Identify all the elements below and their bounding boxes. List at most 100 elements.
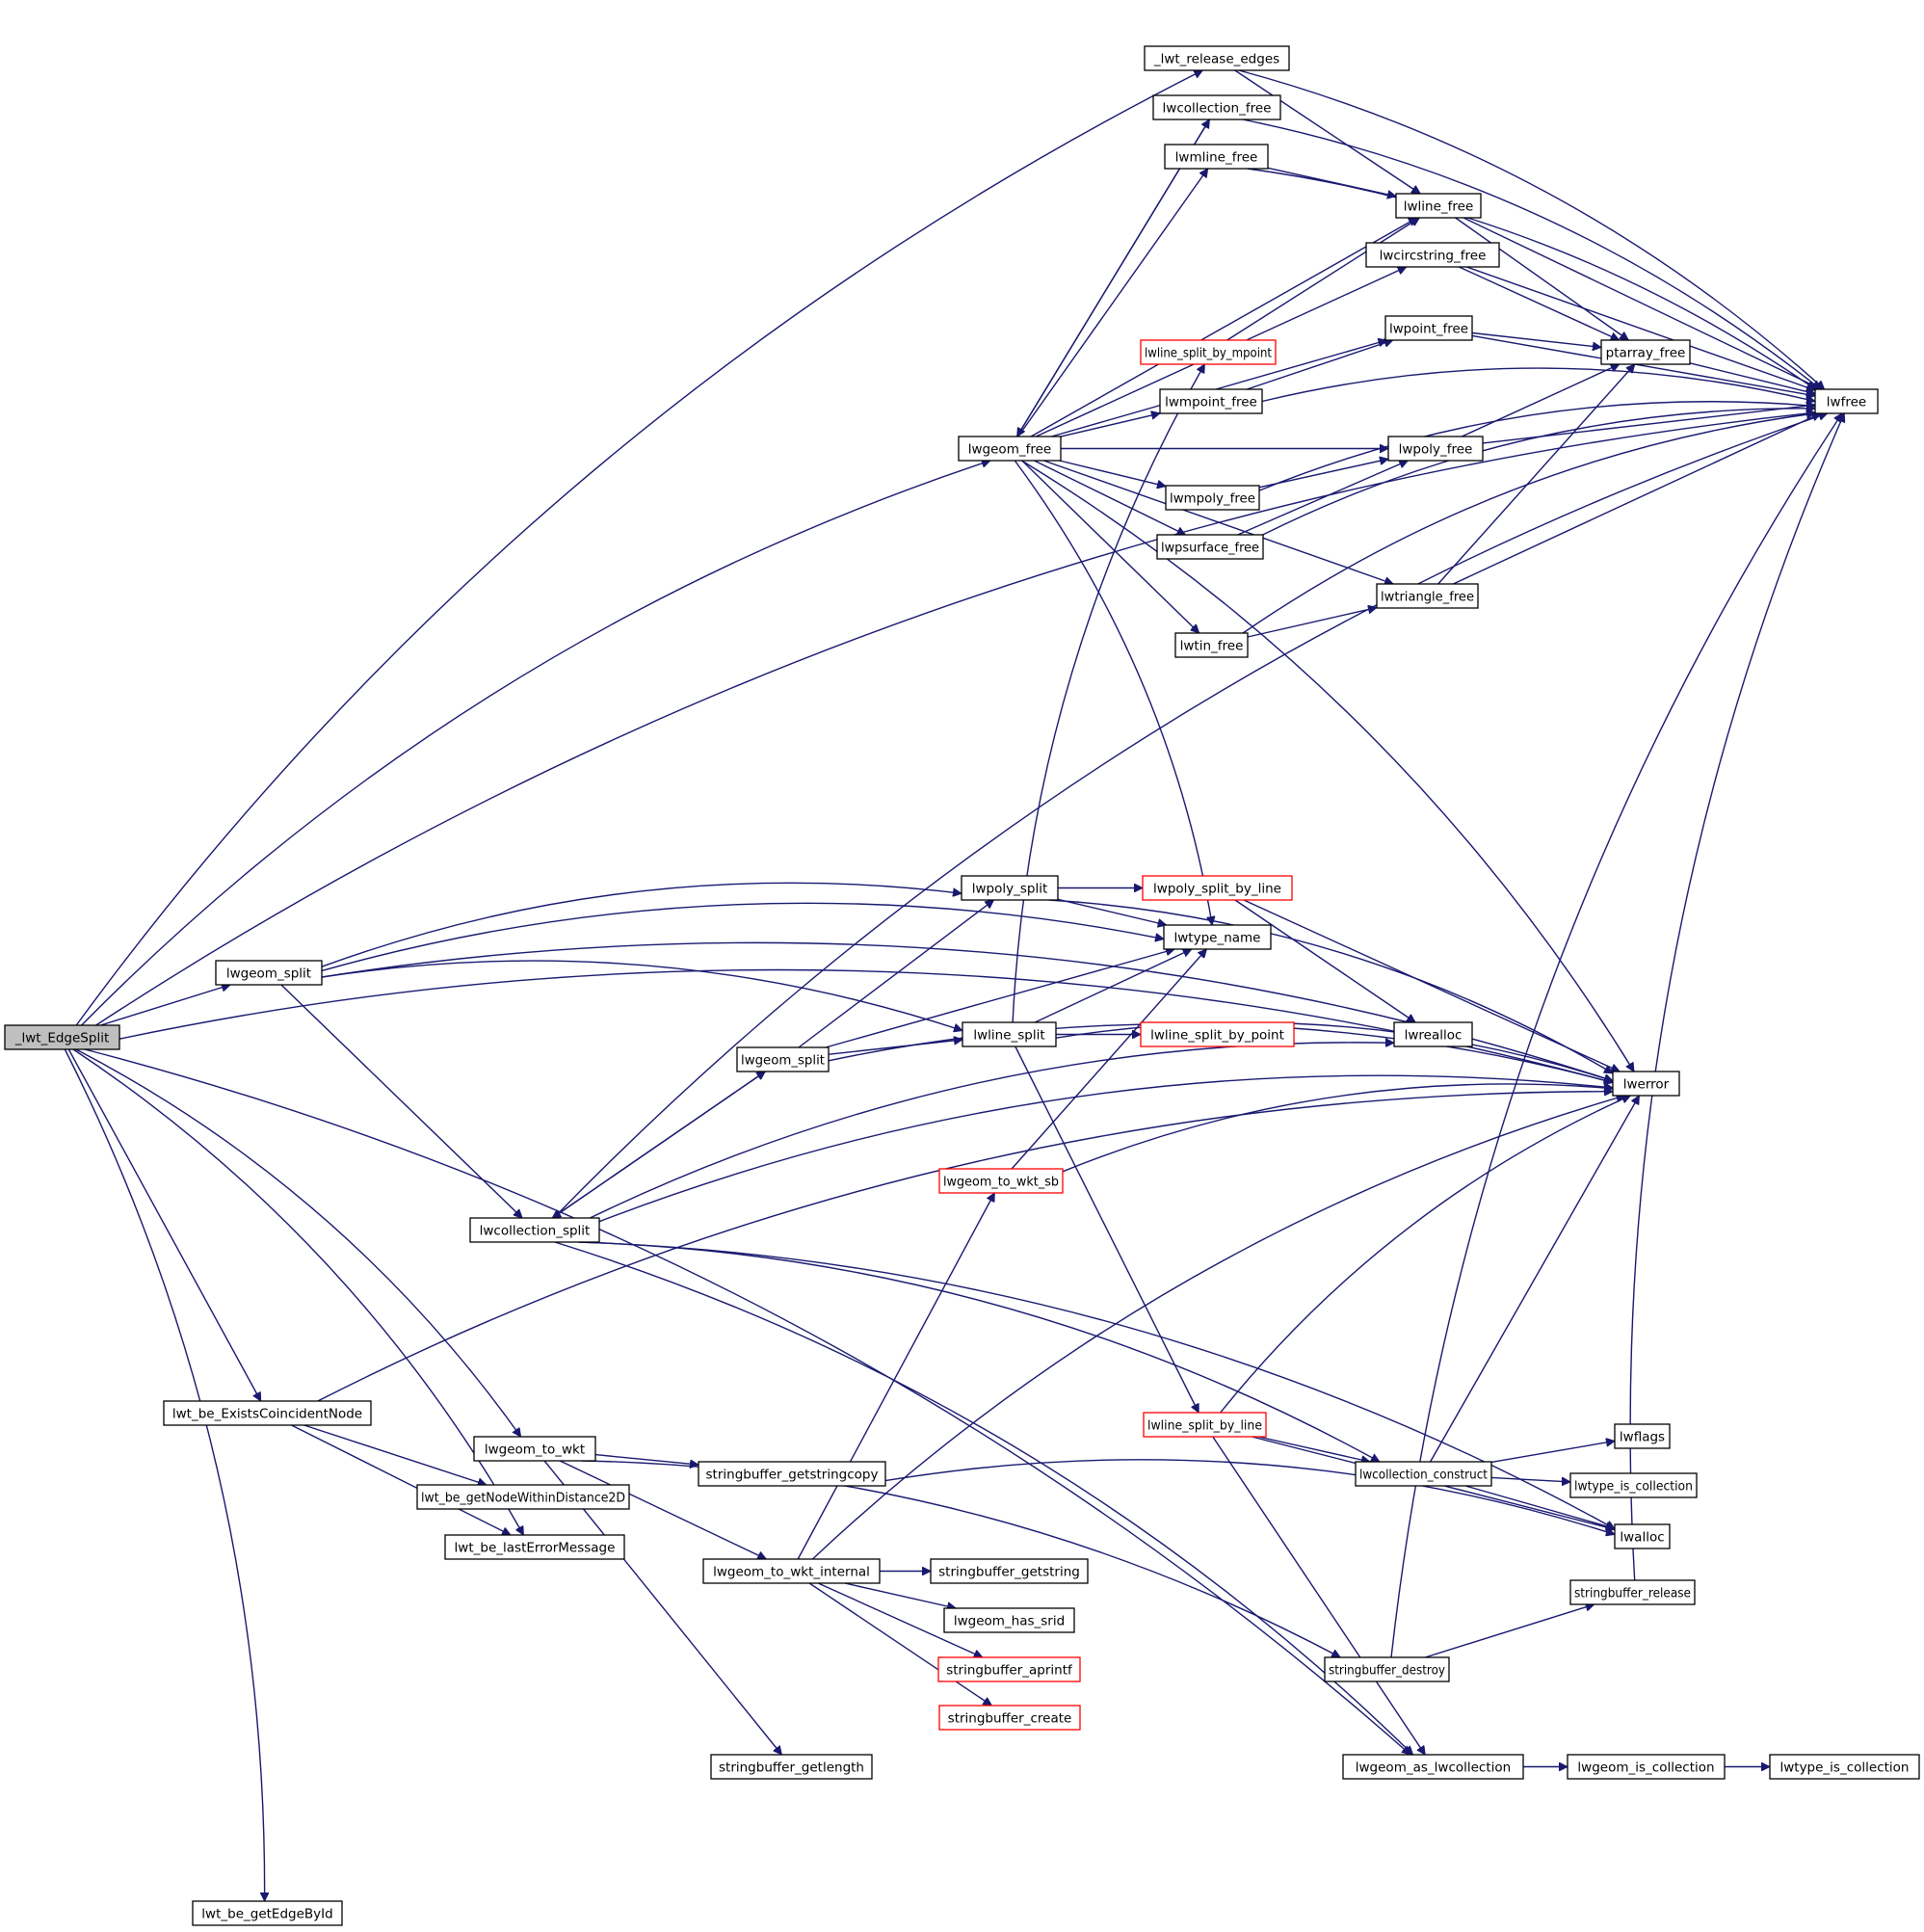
node-exists-coincident[interactable]: lwt_be_ExistsCoincidentNode <box>163 1400 372 1426</box>
node-box[interactable] <box>1567 1754 1726 1780</box>
node-box[interactable] <box>1814 388 1879 414</box>
node-box[interactable] <box>1769 1754 1920 1780</box>
node-lwtype-name[interactable]: lwtype_name <box>1163 924 1272 950</box>
node-box[interactable] <box>1140 1021 1295 1047</box>
node-box[interactable] <box>444 1534 625 1560</box>
node-box[interactable] <box>1159 388 1263 414</box>
node-lwmline-free[interactable]: lwmline_free <box>1164 144 1269 170</box>
node-lwerror[interactable]: lwerror <box>1612 1071 1680 1097</box>
node-ptarray-free[interactable]: ptarray_free <box>1600 339 1691 365</box>
node-box[interactable] <box>938 1168 1064 1194</box>
node-lwmpoly-free[interactable]: lwmpoly_free <box>1165 485 1260 511</box>
node-last-error[interactable]: lwt_be_lastErrorMessage <box>444 1534 625 1560</box>
node-box[interactable] <box>958 436 1062 462</box>
node-sb-getstring[interactable]: stringbuffer_getstring <box>930 1558 1089 1584</box>
node-lwtriangle-free[interactable]: lwtriangle_free <box>1376 583 1479 609</box>
node-box[interactable] <box>1600 339 1691 365</box>
node-box[interactable] <box>1140 339 1277 365</box>
node-box[interactable] <box>736 1046 830 1072</box>
node-box[interactable] <box>1164 144 1269 170</box>
node-box[interactable] <box>938 1705 1081 1731</box>
node-lwgeom-split-b[interactable]: lwgeom_split <box>736 1046 830 1072</box>
node-box[interactable] <box>710 1754 873 1780</box>
node-lwline-split-by-line[interactable]: lwline_split_by_line <box>1143 1412 1267 1438</box>
node-lwcollection-construct[interactable]: lwcollection_construct <box>1355 1461 1492 1487</box>
node-box[interactable] <box>1395 193 1482 219</box>
node-box[interactable] <box>163 1400 372 1426</box>
node-lwpoly-split-by-line[interactable]: lwpoly_split_by_line <box>1142 875 1293 901</box>
node-sb-destroy[interactable]: stringbuffer_destroy <box>1324 1656 1450 1682</box>
node-lwmpoint-free[interactable]: lwmpoint_free <box>1159 388 1263 414</box>
node-box[interactable] <box>962 1021 1057 1047</box>
node-lwtin-free[interactable]: lwtin_free <box>1174 632 1249 658</box>
node-box[interactable] <box>943 1607 1075 1633</box>
node-lwpoly-split[interactable]: lwpoly_split <box>961 875 1059 901</box>
node-get-edge-by-id[interactable]: lwt_be_getEdgeById <box>192 1900 343 1926</box>
node-sb-create[interactable]: stringbuffer_create <box>938 1705 1081 1731</box>
node-lwrealloc[interactable]: lwrealloc <box>1393 1021 1473 1047</box>
node-lwtype-is-collection-b[interactable]: lwtype_is_collection <box>1769 1754 1920 1780</box>
node-box[interactable] <box>1144 45 1290 71</box>
node-box[interactable] <box>1165 485 1260 511</box>
node-root[interactable]: _lwt_EdgeSplit <box>4 1024 120 1050</box>
node-box[interactable] <box>1614 1423 1671 1449</box>
node-box[interactable] <box>1376 583 1479 609</box>
node-lwline-split-by-point[interactable]: lwline_split_by_point <box>1140 1021 1295 1047</box>
node-lwline-free[interactable]: lwline_free <box>1395 193 1482 219</box>
node-lwline-split-by-mpoint[interactable]: lwline_split_by_mpoint <box>1140 339 1277 365</box>
node-lwcircstring-free[interactable]: lwcircstring_free <box>1365 242 1500 268</box>
node-box[interactable] <box>1365 242 1500 268</box>
node-lwgeom-free[interactable]: lwgeom_free <box>958 436 1062 462</box>
node-box[interactable] <box>698 1461 886 1487</box>
node-sb-getlength[interactable]: stringbuffer_getlength <box>710 1754 873 1780</box>
node-lwalloc[interactable]: lwalloc <box>1614 1523 1671 1549</box>
node-as-lwcollection[interactable]: lwgeom_as_lwcollection <box>1342 1754 1524 1780</box>
node-sb-aprintf[interactable]: stringbuffer_aprintf <box>937 1656 1081 1682</box>
node-lwfree[interactable]: lwfree <box>1814 388 1879 414</box>
node-lwgeom-split-a[interactable]: lwgeom_split <box>215 960 323 986</box>
node-box[interactable] <box>937 1656 1081 1682</box>
node-lwcollection-split[interactable]: lwcollection_split <box>469 1217 600 1243</box>
node-box[interactable] <box>1152 94 1281 120</box>
node-has-srid[interactable]: lwgeom_has_srid <box>943 1607 1075 1633</box>
node-box[interactable] <box>4 1024 120 1050</box>
node-box[interactable] <box>1174 632 1249 658</box>
node-get-node-within[interactable]: lwt_be_getNodeWithinDistance2D <box>416 1484 630 1510</box>
node-lwpoly-free[interactable]: lwpoly_free <box>1387 436 1484 462</box>
node-wkt-internal[interactable]: lwgeom_to_wkt_internal <box>702 1558 881 1584</box>
node-box[interactable] <box>1569 1579 1696 1605</box>
node-lwgeom-to-wkt[interactable]: lwgeom_to_wkt <box>473 1436 596 1462</box>
node-lwflags[interactable]: lwflags <box>1614 1423 1671 1449</box>
node-box[interactable] <box>1156 534 1264 560</box>
node-is-collection[interactable]: lwgeom_is_collection <box>1567 1754 1726 1780</box>
node-box[interactable] <box>1324 1656 1450 1682</box>
node-box[interactable] <box>1569 1472 1698 1498</box>
node-box[interactable] <box>1393 1021 1473 1047</box>
node-box[interactable] <box>1355 1461 1492 1487</box>
node-box[interactable] <box>961 875 1059 901</box>
node-sb-release[interactable]: stringbuffer_release <box>1569 1579 1696 1605</box>
node-box[interactable] <box>1342 1754 1524 1780</box>
node-box[interactable] <box>1612 1071 1680 1097</box>
node-lwpoint-free[interactable]: lwpoint_free <box>1384 315 1473 341</box>
node-lwpsurface-free[interactable]: lwpsurface_free <box>1156 534 1264 560</box>
node-release-edges[interactable]: _lwt_release_edges <box>1144 45 1290 71</box>
node-lwcollection-free[interactable]: lwcollection_free <box>1152 94 1281 120</box>
node-box[interactable] <box>1384 315 1473 341</box>
node-lwline-split[interactable]: lwline_split <box>962 1021 1057 1047</box>
node-box[interactable] <box>473 1436 596 1462</box>
node-sb-getstringcopy[interactable]: stringbuffer_getstringcopy <box>698 1461 886 1487</box>
node-lwgeom-to-wkt-sb[interactable]: lwgeom_to_wkt_sb <box>938 1168 1064 1194</box>
node-box[interactable] <box>1614 1523 1671 1549</box>
node-box[interactable] <box>1143 1412 1267 1438</box>
node-box[interactable] <box>702 1558 881 1584</box>
node-lwtype-is-collection-a[interactable]: lwtype_is_collection <box>1569 1472 1698 1498</box>
node-box[interactable] <box>1387 436 1484 462</box>
node-box[interactable] <box>215 960 323 986</box>
node-box[interactable] <box>469 1217 600 1243</box>
node-box[interactable] <box>1163 924 1272 950</box>
node-box[interactable] <box>930 1558 1089 1584</box>
node-box[interactable] <box>416 1484 630 1510</box>
node-box[interactable] <box>1142 875 1293 901</box>
node-box[interactable] <box>192 1900 343 1926</box>
